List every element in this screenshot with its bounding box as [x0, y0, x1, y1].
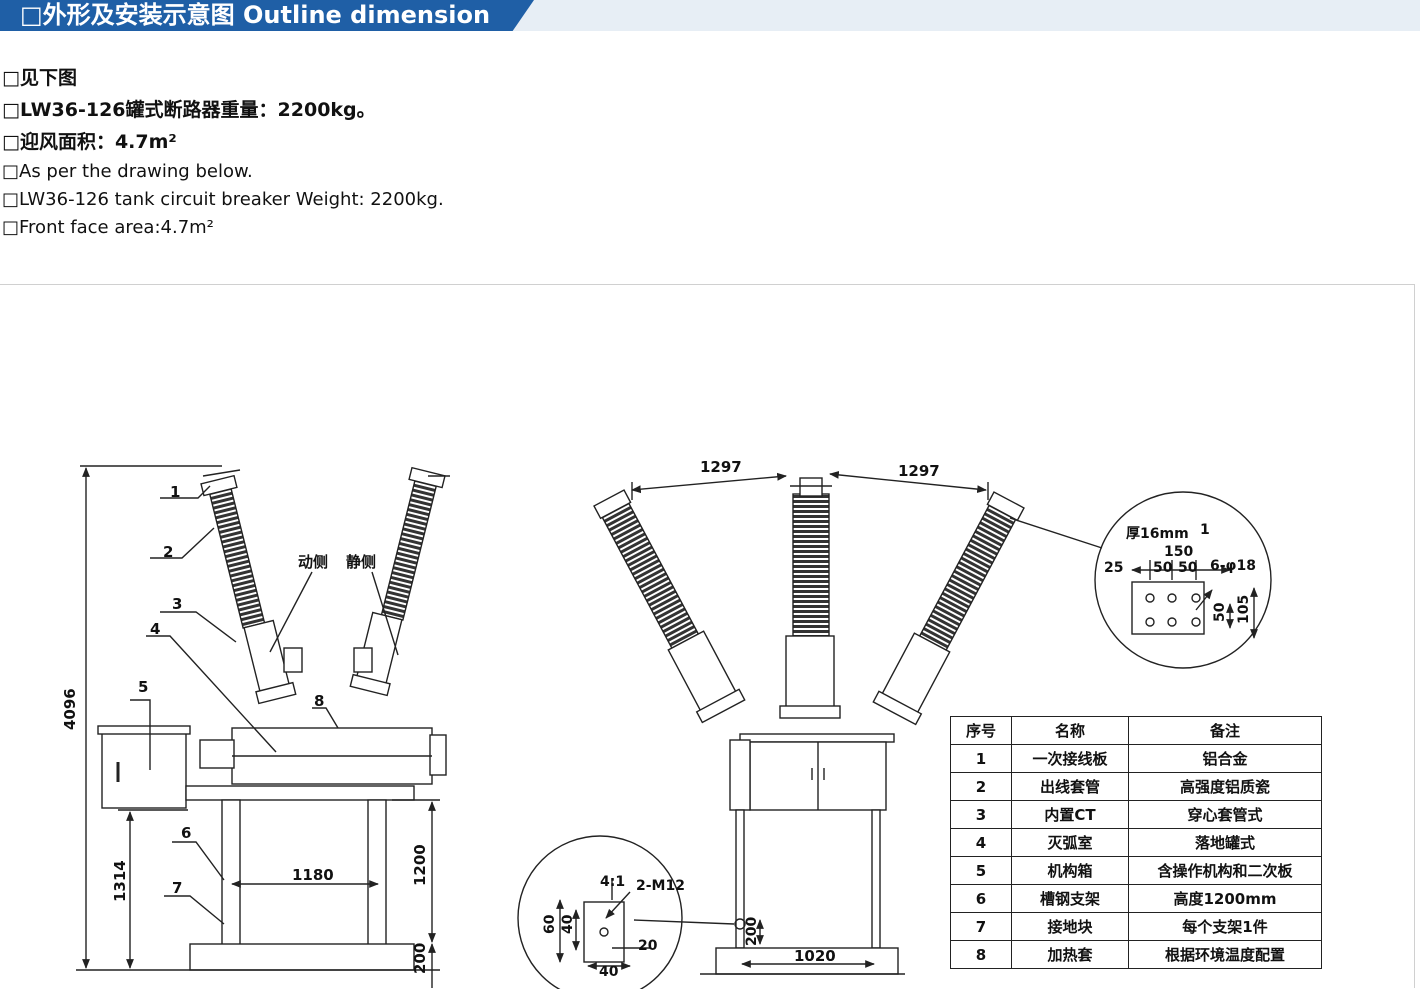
dim-side-base: 200	[411, 943, 429, 974]
callout-1: 1	[170, 483, 180, 501]
side-bushing-left	[200, 474, 297, 705]
spec-line-cn-weight: □LW36-126罐式断路器重量：2200kg。	[2, 99, 376, 121]
plate-spacing-1: 50	[1153, 560, 1173, 576]
spec-list: □见下图 □LW36-126罐式断路器重量：2200kg。 □迎风面积：4.7m…	[2, 62, 702, 242]
dim-total-height: 4096	[61, 688, 79, 730]
callout-6: 6	[181, 824, 191, 842]
spec-line-en-drawing: □As per the drawing below.	[2, 161, 253, 182]
front-view	[593, 471, 1103, 975]
front-bushing-left	[593, 489, 746, 724]
ground-w20: 20	[638, 938, 658, 954]
cell-name: 加热套	[1011, 940, 1129, 969]
front-view-labels: 1297 1297 1020 200	[700, 458, 940, 965]
cell-number: 1	[950, 744, 1012, 773]
side-view	[76, 465, 450, 988]
cell-remark: 穿心套管式	[1128, 800, 1322, 829]
section-title: □外形及安装示意图 Outline dimension	[20, 1, 491, 29]
plate-thickness: 厚16mm	[1126, 526, 1189, 542]
ground-h40: 40	[560, 914, 576, 934]
cell-remark: 根据环境温度配置	[1128, 940, 1322, 969]
plate-v2: 105	[1236, 595, 1252, 624]
cell-name: 一次接线板	[1011, 744, 1129, 773]
terminal-plate-detail	[1094, 491, 1272, 669]
col-header-remark: 备注	[1128, 716, 1322, 745]
header-tab	[0, 0, 534, 31]
section-header: □外形及安装示意图 Outline dimension	[0, 0, 1420, 32]
dim-leg-spacing: 1180	[292, 866, 334, 884]
plate-v1: 50	[1212, 602, 1228, 622]
callout-5: 5	[138, 678, 148, 696]
cell-name: 出线套管	[1011, 772, 1129, 801]
dim-front-right: 1297	[898, 462, 940, 480]
ground-bolts: 2-M12	[636, 878, 685, 894]
cell-name: 内置CT	[1011, 800, 1129, 829]
cell-remark: 每个支架1件	[1128, 912, 1322, 941]
cell-name: 接地块	[1011, 912, 1129, 941]
cell-remark: 落地罐式	[1128, 828, 1322, 857]
ground-scale: 4:1	[600, 874, 625, 890]
cell-remark: 高强度铝质瓷	[1128, 772, 1322, 801]
col-header-number: 序号	[950, 716, 1012, 745]
terminal-plate-labels: 厚16mm 1 150 25 50 50 6-φ18 50 105	[1104, 522, 1256, 624]
ground-h60: 60	[542, 914, 558, 934]
front-bushing-right	[872, 491, 1025, 726]
spec-line-cn-area: □迎风面积：4.7m²	[2, 131, 177, 153]
cell-number: 6	[950, 884, 1012, 913]
plate-marker: 1	[1200, 522, 1210, 538]
ground-w40: 40	[599, 964, 619, 980]
callout-3: 3	[172, 595, 182, 613]
cell-number: 4	[950, 828, 1012, 857]
static-side-label: 静侧	[346, 553, 376, 571]
cell-name: 机构箱	[1011, 856, 1129, 885]
cell-remark: 含操作机构和二次板	[1128, 856, 1322, 885]
side-view-labels: 1 2 3 4 5 6 7 8 动侧 静侧 1180 4096 1314 120…	[61, 483, 429, 974]
cell-name: 灭弧室	[1011, 828, 1129, 857]
cell-name: 槽钢支架	[1011, 884, 1129, 913]
drawing-frame	[0, 284, 1415, 988]
callout-7: 7	[172, 879, 182, 897]
col-header-name: 名称	[1011, 716, 1129, 745]
cell-number: 2	[950, 772, 1012, 801]
ground-block-labels: 4:1 2-M12 60 40 20 40	[542, 874, 685, 980]
dim-front-left: 1297	[700, 458, 742, 476]
ground-block-detail	[517, 835, 683, 989]
cell-remark: 铝合金	[1128, 744, 1322, 773]
moving-side-label: 动侧	[298, 553, 328, 571]
cell-number: 8	[950, 940, 1012, 969]
cell-number: 3	[950, 800, 1012, 829]
callout-4: 4	[150, 620, 160, 638]
cell-remark: 高度1200mm	[1128, 884, 1322, 913]
dim-front-base: 200	[744, 917, 760, 946]
callout-8: 8	[314, 692, 324, 710]
cell-number: 7	[950, 912, 1012, 941]
cell-number: 5	[950, 856, 1012, 885]
plate-edge: 25	[1104, 560, 1123, 576]
plate-width: 150	[1164, 544, 1193, 560]
dim-frame-height: 1200	[411, 844, 429, 886]
spec-line-en-area: □Front face area:4.7m²	[2, 217, 214, 238]
dim-lower-height: 1314	[111, 860, 129, 902]
spec-line-cn-drawing: □见下图	[2, 67, 77, 89]
dim-front-leg-spacing: 1020	[794, 947, 836, 965]
plate-holes: 6-φ18	[1210, 558, 1256, 574]
plate-spacing-2: 50	[1178, 560, 1198, 576]
callout-2: 2	[163, 543, 173, 561]
spec-line-en-weight: □LW36-126 tank circuit breaker Weight: 2…	[2, 189, 444, 210]
table-header-row: 序号 名称 备注	[950, 716, 1322, 745]
terminal-plate-holes	[1145, 593, 1201, 627]
